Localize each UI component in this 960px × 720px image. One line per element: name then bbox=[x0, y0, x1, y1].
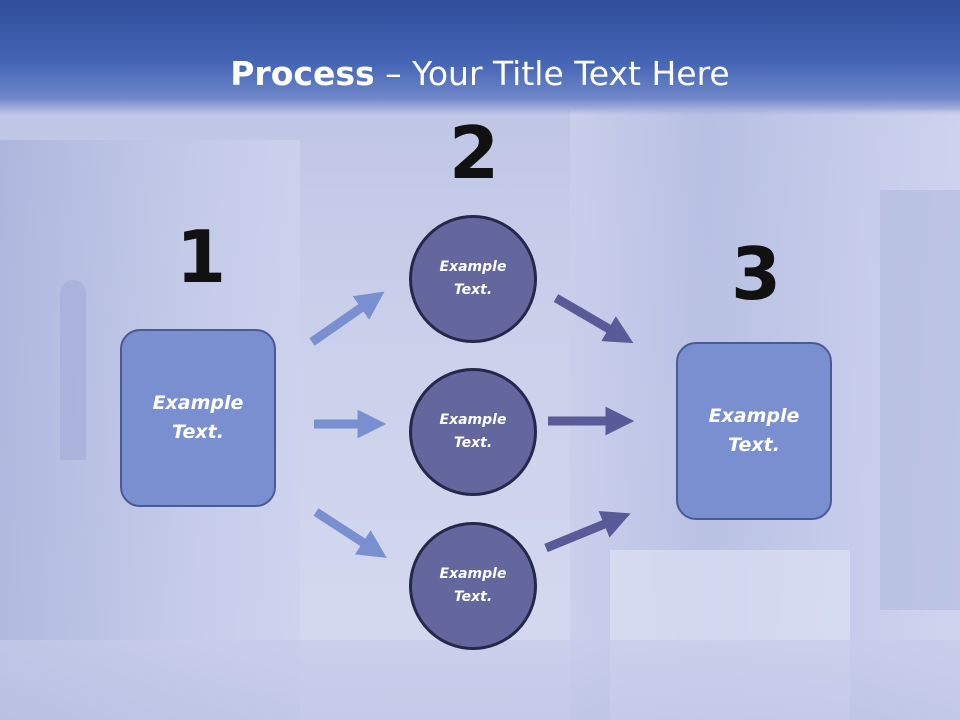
arrow-2-top-to-3 bbox=[553, 294, 634, 344]
title-band bbox=[0, 0, 960, 115]
step-1-box: Example Text. bbox=[120, 329, 276, 507]
step-3-number: 3 bbox=[731, 232, 782, 316]
background-arch bbox=[60, 280, 86, 460]
title-dash: – bbox=[374, 54, 413, 93]
step-2-item-1-text: Example Text. bbox=[439, 259, 507, 298]
slide-title: Process – Your Title Text Here bbox=[0, 52, 960, 96]
background-ground bbox=[0, 640, 960, 720]
title-bold: Process bbox=[230, 54, 375, 93]
step-2-circle-middle: Example Text. bbox=[409, 368, 537, 496]
background-doorway bbox=[880, 190, 960, 610]
step-1-number: 1 bbox=[176, 215, 227, 299]
step-2-item-3-text: Example Text. bbox=[439, 566, 507, 605]
step-2-circle-bottom: Example Text. bbox=[409, 522, 537, 650]
step-3-text: Example Text. bbox=[708, 405, 800, 456]
step-3-box: Example Text. bbox=[676, 342, 832, 520]
step-2-number: 2 bbox=[449, 111, 500, 195]
arrow-1-to-2-top bbox=[309, 291, 385, 346]
step-2-item-2-text: Example Text. bbox=[439, 412, 507, 451]
arrow-2-bottom-to-3 bbox=[544, 510, 631, 553]
title-rest: Your Title Text Here bbox=[412, 54, 730, 93]
step-2-circle-top: Example Text. bbox=[409, 215, 537, 343]
step-1-text: Example Text. bbox=[152, 392, 244, 443]
arrow-1-to-2-bottom bbox=[313, 508, 387, 558]
